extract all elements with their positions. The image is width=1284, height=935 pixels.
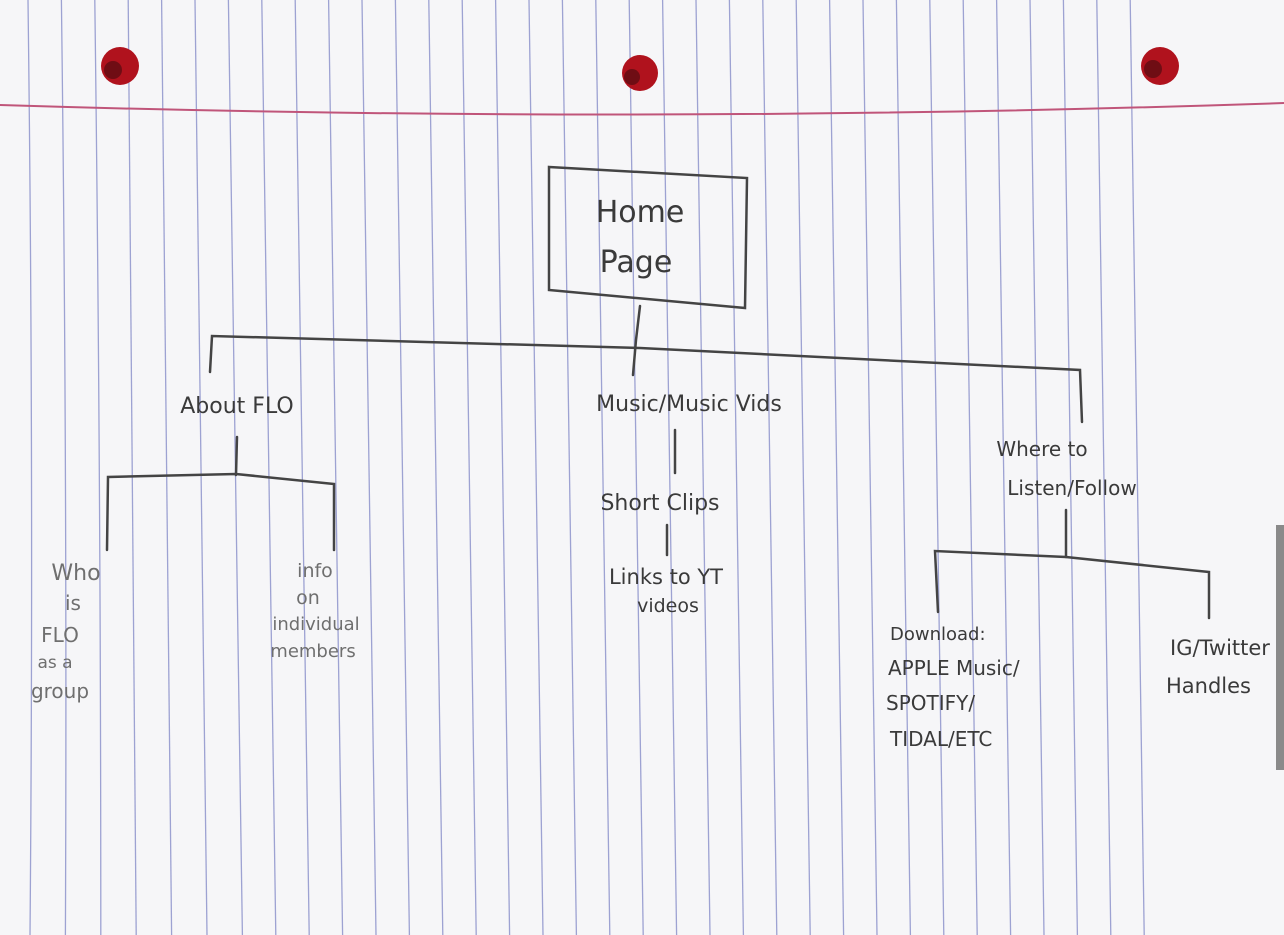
ruled-line <box>461 0 477 935</box>
group-label-line1: Who <box>51 561 100 586</box>
group-label-line3: FLO <box>41 623 79 647</box>
ruled-line <box>261 0 277 935</box>
ruled-line <box>227 0 244 935</box>
margin-line <box>0 102 1284 116</box>
ruled-line <box>494 0 511 935</box>
group-label-line4: as a <box>37 653 72 673</box>
binder-holes <box>101 47 1179 91</box>
ruled-line <box>895 0 912 935</box>
ruled-line <box>1062 0 1079 935</box>
ruled-line <box>695 0 711 935</box>
connector-about-down <box>234 435 239 477</box>
connector-home-down <box>631 304 642 377</box>
ruled-line <box>995 0 1012 935</box>
home-box <box>547 165 749 310</box>
listen-label-line1: Where to <box>996 437 1087 461</box>
home-label-line1: Home <box>596 195 685 230</box>
ruled-line <box>1096 0 1112 935</box>
download-label-line2: APPLE Music/ <box>888 656 1020 680</box>
social-label-line1: IG/Twitter <box>1170 636 1270 660</box>
connector-about-bar <box>105 472 336 552</box>
ruled-line <box>27 0 33 935</box>
labels: Home Page About FLO Music/Music Vids Whe… <box>31 195 1270 751</box>
home-label-line2: Page <box>600 245 673 280</box>
music-label: Music/Music Vids <box>596 392 782 417</box>
members-label-line1: info <box>297 560 333 582</box>
members-label-line4: members <box>270 641 355 662</box>
ruled-line <box>127 0 137 935</box>
connector-listen-bar <box>933 549 1211 620</box>
links-label-line1: Links to YT <box>609 565 723 589</box>
social-label-line2: Handles <box>1166 674 1251 698</box>
ruled-line <box>294 0 310 935</box>
members-label-line2: on <box>296 587 320 609</box>
ruled-line <box>361 0 377 935</box>
download-label-line1: Download: <box>890 624 986 645</box>
connectors <box>105 165 1211 620</box>
about-label: About FLO <box>180 394 293 419</box>
ruled-line <box>828 0 845 935</box>
ruled-line <box>595 0 611 935</box>
ruled-line <box>428 0 444 935</box>
ruled-line <box>327 0 344 935</box>
ruled-line <box>194 0 208 935</box>
ruled-line <box>60 0 67 935</box>
ruled-line <box>561 0 578 935</box>
table-edge <box>1276 525 1284 770</box>
ruled-lines <box>27 0 1145 935</box>
ruled-line <box>528 0 544 935</box>
group-label-line5: group <box>31 679 89 703</box>
ruled-line <box>962 0 978 935</box>
ruled-line <box>862 0 878 935</box>
ruled-line <box>160 0 173 935</box>
ruled-line <box>661 0 678 935</box>
links-label-line2: videos <box>637 595 699 617</box>
ruled-line <box>929 0 945 935</box>
ruled-line <box>628 0 644 935</box>
ruled-line <box>94 0 102 935</box>
members-label-line3: individual <box>272 614 359 635</box>
clips-label: Short Clips <box>600 491 719 516</box>
ruled-line <box>1029 0 1045 935</box>
ruled-line <box>795 0 811 935</box>
ruled-line <box>394 0 411 935</box>
download-label-line4: TIDAL/ETC <box>889 727 992 751</box>
download-label-line3: SPOTIFY/ <box>886 691 975 715</box>
connector-top-bar <box>208 334 1084 424</box>
group-label-line2: is <box>65 591 81 615</box>
ruled-line <box>762 0 778 935</box>
listen-label-line2: Listen/Follow <box>1007 476 1136 500</box>
ruled-line <box>728 0 745 935</box>
ruled-line <box>1129 0 1145 935</box>
